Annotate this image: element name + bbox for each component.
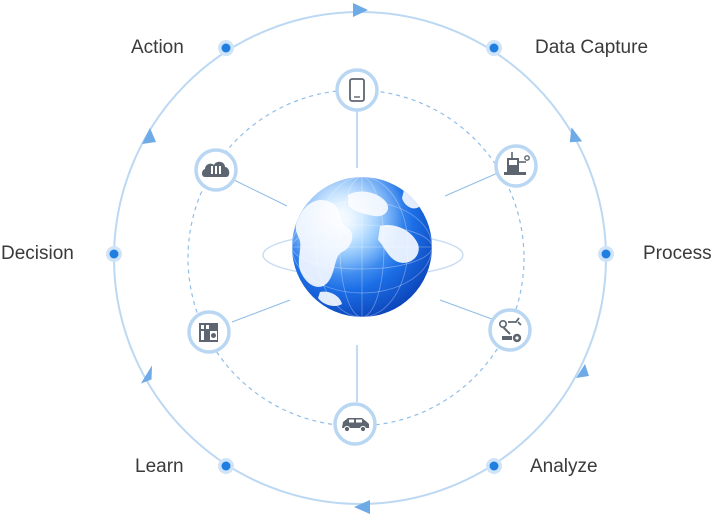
node-dot-process [598,246,614,262]
robot-arm-gear-icon [488,308,532,352]
node-dot-action [218,40,234,56]
cloud-server-icon [194,148,238,192]
node-dot-decision [106,246,122,262]
spoke-lines [231,110,501,402]
stage-label-action: Action [131,37,184,58]
stage-label-process: Process [643,243,712,264]
globe [292,177,432,317]
arrow-lower-left [140,365,153,384]
node-dot-capture [486,40,502,56]
factory-camera-icon [187,310,231,354]
smartphone-icon [335,68,379,112]
car-icon [333,402,377,446]
cycle-direction-arrows [140,3,589,514]
industrial-machine-icon [494,144,538,188]
node-dot-learn [218,458,234,474]
arrow-top [353,3,368,17]
cycle-node-dots [106,40,614,474]
arrow-lower-right [576,364,589,378]
stage-label-data-capture: Data Capture [535,37,649,58]
arrow-upper-left [142,128,156,144]
node-dot-analyze [486,458,502,474]
stage-label-learn: Learn [135,456,184,477]
arrow-upper-right [569,127,583,143]
stage-label-analyze: Analyze [530,456,598,477]
inner-dashed-ring [187,89,525,427]
arrow-bottom [354,500,370,514]
stage-label-decision: Decision [1,243,74,264]
